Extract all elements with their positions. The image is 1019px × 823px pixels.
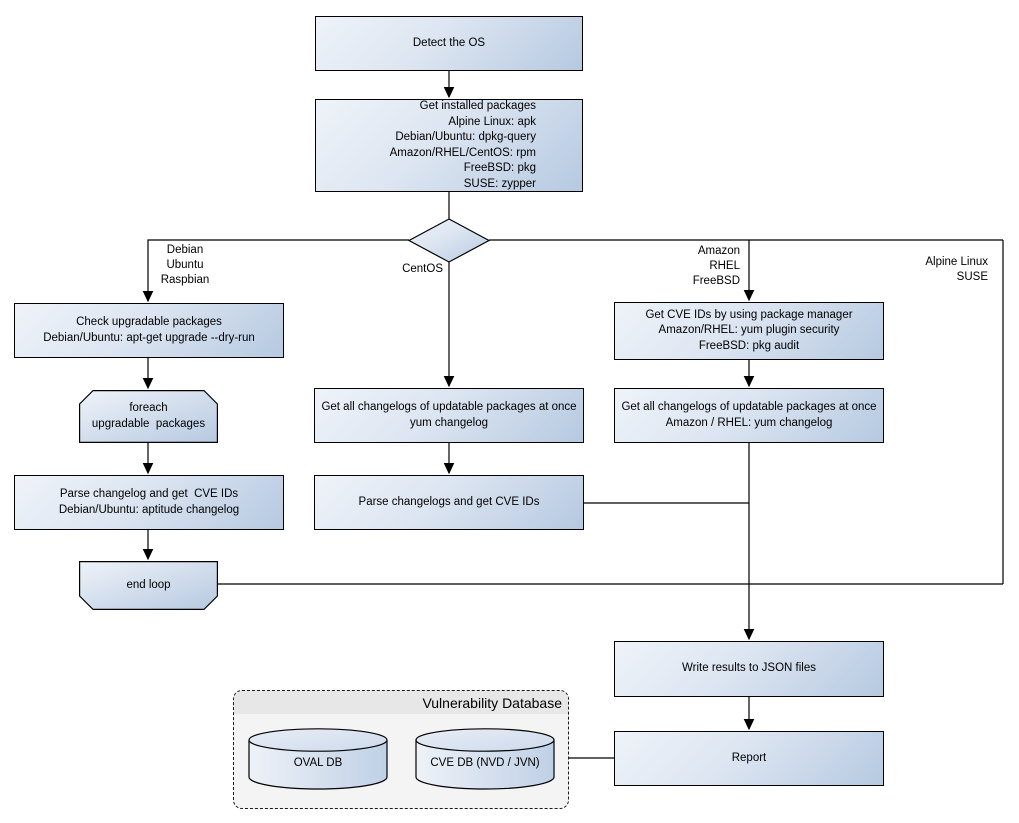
vulnerability-database-header: Vulnerability Database xyxy=(234,691,568,714)
node-detect-os-label: Detect the OS xyxy=(412,36,486,49)
node-write-results: Write results to JSON files xyxy=(614,641,884,697)
vulnerability-database-title: Vulnerability Database xyxy=(422,694,562,711)
database-cylinder-shape xyxy=(415,728,555,790)
database-cylinder-shape xyxy=(248,728,388,790)
node-report-label: Report xyxy=(731,751,767,764)
node-parse-changelog-debian: Parse changelog and get CVE IDs Debian/U… xyxy=(14,475,284,530)
node-parse-changelogs-centos-label: Parse changelogs and get CVE IDs xyxy=(358,495,540,508)
cve-db-label: CVE DB (NVD / JVN) xyxy=(430,757,540,769)
cve-db-cylinder: CVE DB (NVD / JVN) xyxy=(415,728,555,790)
node-get-changelogs-amazon: Get all changelogs of updatable packages… xyxy=(614,388,884,443)
node-foreach-loop-label: foreach upgradable packages xyxy=(91,402,206,430)
node-check-upgradable: Check upgradable packages Debian/Ubuntu:… xyxy=(14,303,284,358)
node-report: Report xyxy=(614,731,884,786)
node-get-cve-ids-pkg-manager: Get CVE IDs by using package manager Ama… xyxy=(614,302,884,360)
node-end-loop-label: end loop xyxy=(126,578,171,591)
node-write-results-label: Write results to JSON files xyxy=(682,662,816,675)
node-get-installed-packages-label: Get installed packages Alpine Linux: apk… xyxy=(389,100,536,190)
oval-db-cylinder: OVAL DB xyxy=(248,728,388,790)
node-end-loop: end loop xyxy=(79,561,218,610)
os-decision-diamond xyxy=(407,218,491,263)
node-get-installed-packages: Get installed packages Alpine Linux: apk… xyxy=(315,99,583,192)
branch-label-alpine: Alpine Linux SUSE xyxy=(925,256,988,283)
node-get-changelogs-centos-label: Get all changelogs of updatable packages… xyxy=(321,401,577,429)
loop-start-shape xyxy=(79,390,218,443)
branch-label-debian: Debian Ubuntu Raspbian xyxy=(160,244,210,286)
node-get-changelogs-amazon-label: Get all changelogs of updatable packages… xyxy=(621,401,877,429)
branch-label-amazon: Amazon RHEL FreeBSD xyxy=(692,245,740,287)
loop-end-shape xyxy=(79,561,218,610)
node-foreach-loop: foreach upgradable packages xyxy=(79,390,218,443)
node-detect-os: Detect the OS xyxy=(315,16,583,71)
node-get-cve-ids-pkg-manager-label: Get CVE IDs by using package manager Ama… xyxy=(645,308,853,352)
branch-label-centos: CentOS xyxy=(402,263,443,275)
node-parse-changelogs-centos: Parse changelogs and get CVE IDs xyxy=(314,475,584,530)
node-get-changelogs-centos: Get all changelogs of updatable packages… xyxy=(314,388,584,443)
node-parse-changelog-debian-label: Parse changelog and get CVE IDs Debian/U… xyxy=(58,488,240,516)
node-check-upgradable-label: Check upgradable packages Debian/Ubuntu:… xyxy=(43,316,255,344)
oval-db-label: OVAL DB xyxy=(293,757,343,769)
